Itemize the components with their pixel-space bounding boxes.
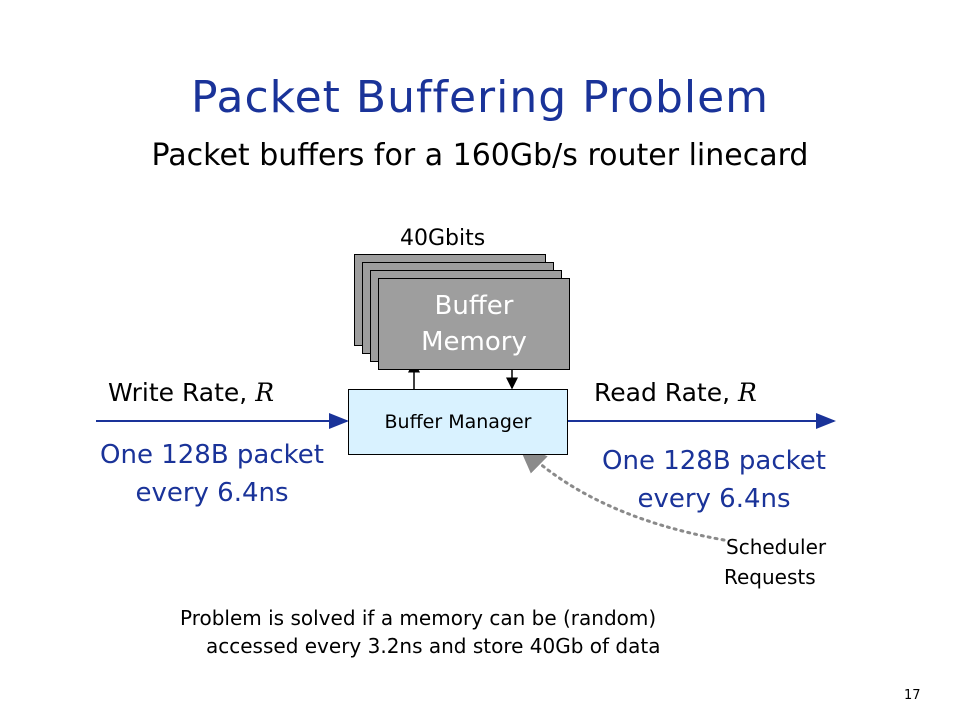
read-rate-line2: every 6.4ns [637, 484, 791, 514]
scheduler-line2: Requests [724, 565, 816, 589]
problem-statement: Problem is solved if a memory can be (ra… [180, 604, 800, 660]
problem-line2: accessed every 3.2ns and store 40Gb of d… [206, 634, 661, 658]
write-rate-symbol: R [255, 378, 275, 407]
write-rate-line2: every 6.4ns [135, 478, 289, 508]
memory-label-line1: Buffer [434, 291, 514, 321]
problem-line1: Problem is solved if a memory can be (ra… [180, 606, 657, 630]
read-rate-label: Read Rate, R [594, 378, 757, 407]
scheduler-request-arrow [517, 443, 726, 542]
buffer-memory-block: Buffer Memory [378, 278, 570, 370]
memory-size-label: 40Gbits [400, 226, 486, 251]
buffer-manager-block: Buffer Manager [348, 389, 568, 455]
slide-subtitle: Packet buffers for a 160Gb/s router line… [151, 138, 809, 173]
write-rate-line1: One 128B packet [100, 440, 324, 470]
scheduler-requests-label: Scheduler Requests [724, 532, 827, 592]
read-rate-text: Read Rate, [594, 378, 731, 407]
read-rate-description: One 128B packet every 6.4ns [584, 442, 844, 518]
scheduler-line1: Scheduler [726, 535, 827, 559]
slide-title: Packet Buffering Problem [190, 72, 770, 123]
write-rate-text: Write Rate, [108, 378, 248, 407]
read-rate-symbol: R [738, 378, 757, 407]
write-rate-label: Write Rate, R [108, 378, 274, 407]
write-rate-description: One 128B packet every 6.4ns [82, 436, 342, 512]
read-rate-line1: One 128B packet [602, 446, 826, 476]
slide-number: 17 [904, 688, 921, 703]
memory-label-line2: Memory [421, 327, 527, 357]
